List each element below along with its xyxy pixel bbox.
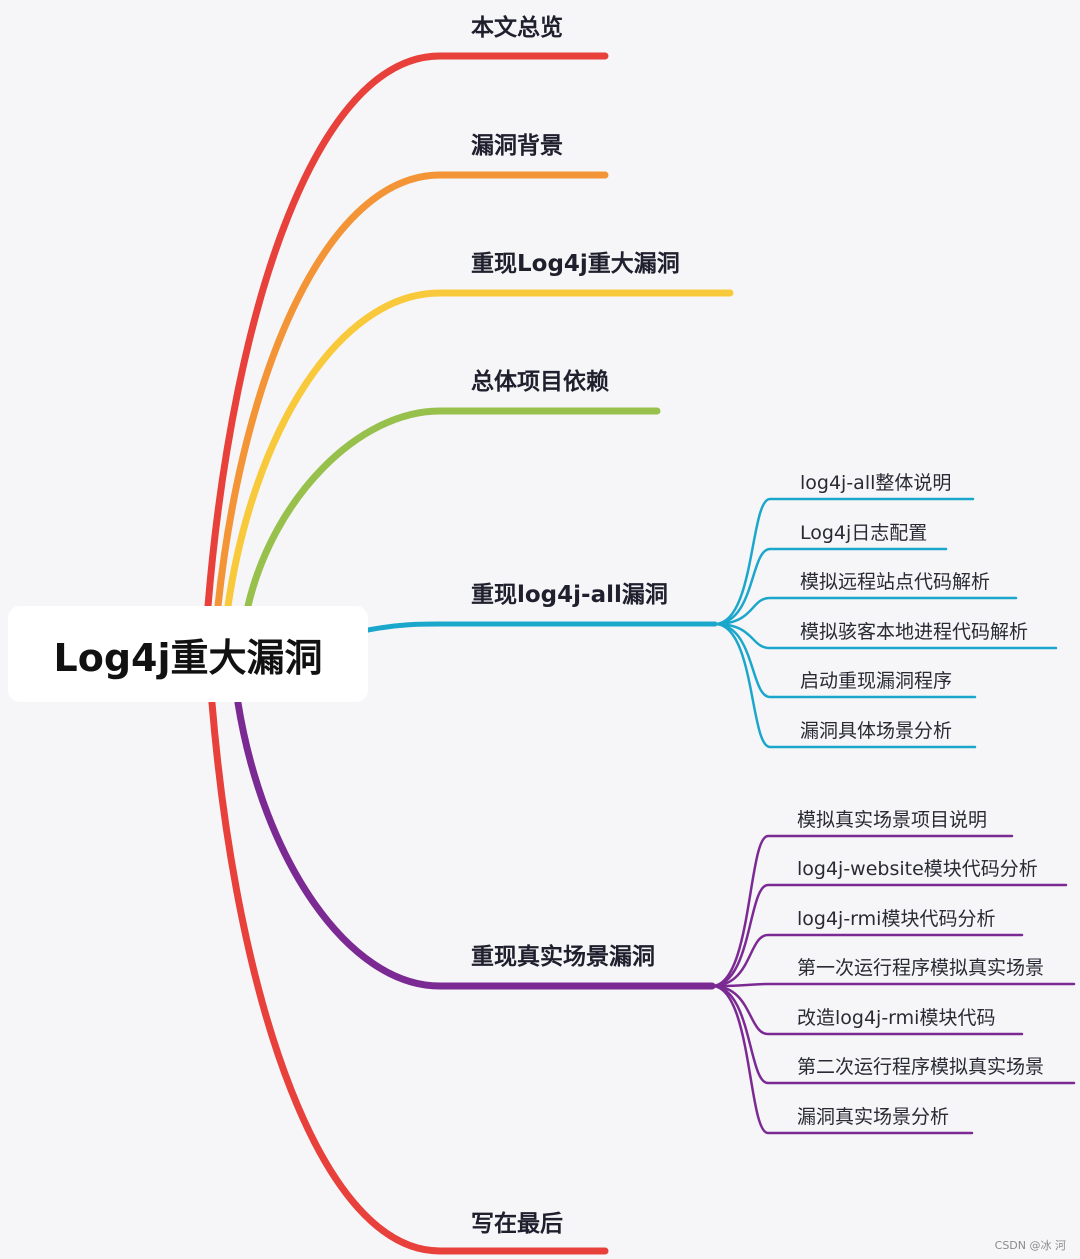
leaf-line-5-0 [710, 834, 1014, 988]
branch-line-1 [214, 171, 609, 610]
leaf-start-program[interactable]: 启动重现漏洞程序 [800, 670, 953, 692]
branch-line-5 [234, 699, 716, 990]
branch-line-3 [244, 407, 661, 610]
branch-conclusion[interactable]: 写在最后 [471, 1211, 563, 1237]
branch-real-scenario[interactable]: 重现真实场景漏洞 [471, 944, 655, 970]
leaf-line-4-0 [713, 497, 975, 626]
leaf-line-5-1 [710, 883, 1068, 988]
leaf-log4j-all-overview[interactable]: log4j-all整体说明 [800, 472, 952, 494]
leaf-line-5-6 [710, 984, 974, 1135]
leaf-modify-rmi[interactable]: 改造log4j-rmi模块代码 [797, 1007, 996, 1029]
leaf-line-5-5 [710, 984, 1076, 1085]
leaf-line-4-1 [713, 547, 948, 626]
branch-reproduce-log4j-all[interactable]: 重现log4j-all漏洞 [471, 582, 668, 608]
leaf-line-4-4 [713, 622, 977, 699]
root-node[interactable]: Log4j重大漏洞 [8, 606, 368, 702]
branch-background[interactable]: 漏洞背景 [471, 133, 563, 159]
leaf-scenario-analysis[interactable]: 漏洞具体场景分析 [800, 720, 953, 742]
leaf-line-5-4 [710, 984, 1024, 1036]
leaf-line-4-5 [713, 622, 977, 749]
branch-line-4 [365, 621, 718, 633]
leaf-line-4-2 [713, 596, 1018, 626]
leaf-line-4-3 [713, 622, 1058, 650]
branch-line-0 [204, 52, 609, 610]
leaf-website-module[interactable]: log4j-website模块代码分析 [797, 858, 1038, 880]
branch-overview[interactable]: 本文总览 [471, 15, 563, 41]
leaf-first-run[interactable]: 第一次运行程序模拟真实场景 [797, 957, 1045, 979]
watermark: CSDN @冰 河 [994, 1239, 1066, 1252]
leaf-rmi-module[interactable]: log4j-rmi模块代码分析 [797, 908, 996, 930]
leaf-real-project-overview[interactable]: 模拟真实场景项目说明 [797, 809, 988, 831]
leaf-remote-site-code[interactable]: 模拟远程站点代码解析 [800, 571, 991, 593]
leaf-line-5-3 [710, 982, 1076, 988]
branch-dependencies[interactable]: 总体项目依赖 [471, 369, 609, 395]
leaf-real-analysis[interactable]: 漏洞真实场景分析 [797, 1106, 950, 1128]
branch-reproduce-log4j[interactable]: 重现Log4j重大漏洞 [471, 251, 680, 277]
branch-line-2 [224, 289, 734, 610]
root-label: Log4j重大漏洞 [53, 635, 323, 680]
leaf-line-5-2 [710, 933, 1024, 988]
branch-line-6 [208, 699, 609, 1255]
leaf-second-run[interactable]: 第二次运行程序模拟真实场景 [797, 1056, 1045, 1078]
leaf-hacker-local-code[interactable]: 模拟骇客本地进程代码解析 [800, 621, 1029, 643]
leaf-log4j-config[interactable]: Log4j日志配置 [800, 522, 928, 544]
